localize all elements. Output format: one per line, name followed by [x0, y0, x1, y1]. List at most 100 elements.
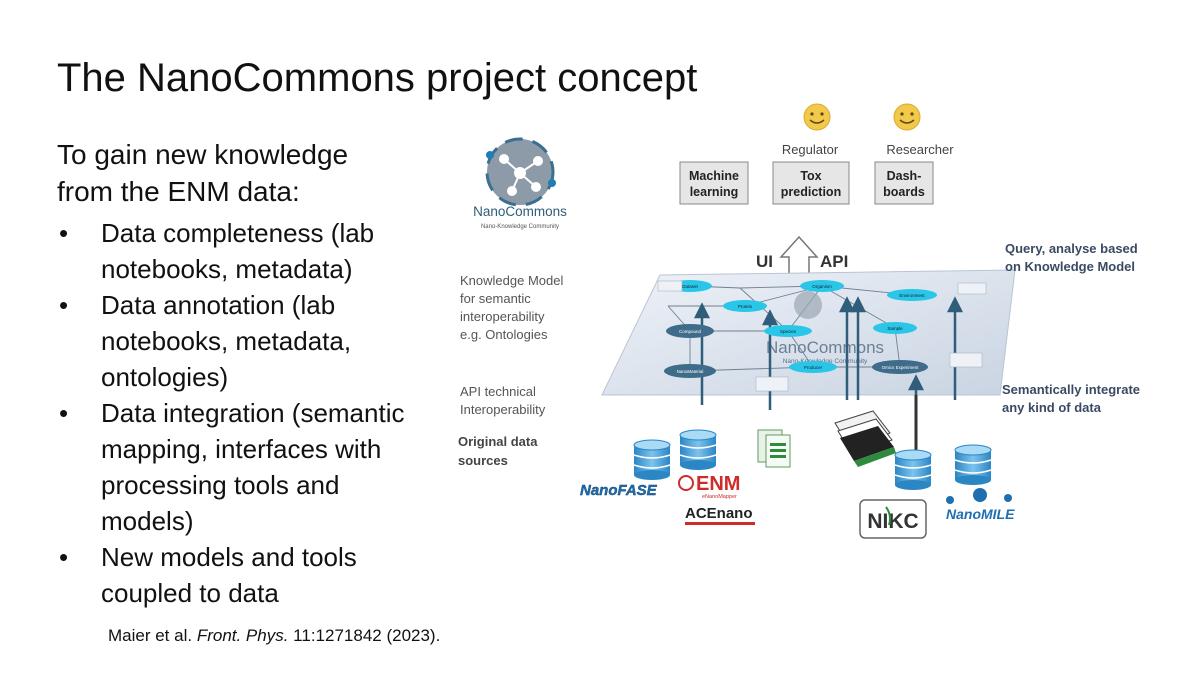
database-icon: [633, 439, 671, 480]
svg-text:NanoMaterial: NanoMaterial: [677, 369, 704, 374]
slide-title: The NanoCommons project concept: [57, 56, 698, 100]
database-icon: [894, 449, 932, 490]
nanomile-globe-icon: [973, 488, 987, 502]
api-technical-label: Interoperability: [460, 402, 546, 417]
intro-line: To gain new knowledge: [57, 139, 349, 170]
api-label: API: [820, 252, 848, 271]
paper-stack-icon: [834, 410, 896, 467]
bullet-line: ontologies): [101, 362, 229, 392]
svg-text:Protein: Protein: [738, 304, 753, 309]
bullet-item: • Data integration (semantic mapping, in…: [57, 395, 447, 539]
node-sample: Sample: [873, 322, 917, 334]
citation-journal: Front. Phys.: [196, 626, 289, 645]
node-environment: Environment: [887, 289, 937, 301]
query-label: Query, analyse based: [1005, 241, 1138, 256]
bullet-marker: •: [59, 542, 69, 572]
app-label-line: prediction: [781, 185, 841, 199]
enm-logo-icon: [678, 475, 694, 491]
database-icons: [633, 429, 992, 490]
app-box-machine-learning: Machine learning: [679, 161, 749, 205]
smiley-icon: [803, 103, 831, 131]
app-label-line: Tox: [800, 169, 821, 183]
plane-info-boxes: [657, 280, 987, 392]
bullet-line: Data completeness (lab: [101, 218, 375, 248]
node-organism: Organism: [800, 280, 844, 292]
diagram-canvas: NanoCommons Nano-Knowledge Community Reg…: [458, 103, 1140, 539]
user-researcher: Researcher: [886, 103, 954, 157]
nanomile-logo: NanoMILE: [946, 506, 1015, 522]
bullet-line: models): [101, 506, 194, 536]
svg-text:Producer: Producer: [804, 365, 823, 370]
svg-text:Species: Species: [780, 329, 797, 334]
node-protein: Protein: [723, 300, 767, 312]
logo-dot: [486, 151, 494, 159]
knowledge-model-label: Knowledge Model: [460, 273, 563, 288]
bullet-item: • New models and tools coupled to data: [57, 539, 447, 611]
nikc-logo-box: [859, 499, 927, 539]
original-sources-label: sources: [458, 453, 508, 468]
integrate-label: any kind of data: [1002, 400, 1102, 415]
bullet-marker: •: [59, 290, 69, 320]
enm-logo-sub: eNanoMapper: [702, 494, 737, 500]
plane-logo-globe-icon: [794, 291, 822, 319]
bullet-line: Data annotation (lab: [101, 290, 336, 320]
ontology-nodes: Dataset Protein Organism Environment Com…: [664, 280, 937, 378]
citation: Maier et al. Front. Phys. 11:1271842 (20…: [108, 626, 440, 646]
nanomile-dot: [946, 496, 954, 504]
nanomile-dot: [1004, 494, 1012, 502]
bullet-marker: •: [59, 218, 69, 248]
node-compound: Compound: [666, 324, 714, 338]
user-label: Regulator: [782, 142, 839, 157]
integrate-label: Semantically integrate: [1002, 382, 1140, 397]
knowledge-model-label: interoperability: [460, 309, 545, 324]
bullet-line: coupled to data: [101, 578, 279, 608]
original-sources-labels: Original data sources: [458, 434, 538, 468]
acenano-logo: ACEnano: [685, 505, 753, 522]
bullet-line: notebooks, metadata,: [101, 326, 352, 356]
bullet-line: Data integration (semantic: [101, 398, 405, 428]
database-icon: [954, 444, 992, 485]
node-omics-experiment: Omics Experiment: [872, 360, 928, 374]
bullet-line: processing tools and: [101, 470, 340, 500]
nanofase-logo: NanoFASE: [580, 482, 658, 499]
knowledge-model-label: e.g. Ontologies: [460, 327, 548, 342]
bullet-line: New models and tools: [101, 542, 357, 572]
bullet-item: • Data completeness (lab notebooks, meta…: [57, 215, 447, 287]
nanocommons-logo: NanoCommons Nano-Knowledge Community: [473, 137, 567, 230]
app-label-line: boards: [883, 185, 925, 199]
query-label: on Knowledge Model: [1005, 259, 1135, 274]
svg-text:Sample: Sample: [887, 326, 903, 331]
nikc-logo: NIKC: [867, 510, 918, 533]
bullet-list: • Data completeness (lab notebooks, meta…: [57, 215, 447, 611]
enm-logo: ENM: [696, 473, 740, 495]
citation-authors: Maier et al.: [108, 626, 197, 645]
citation-ref: 11:1271842 (2023).: [288, 626, 441, 645]
nikc-leaf-icon: [885, 506, 891, 526]
svg-text:Environment: Environment: [899, 293, 925, 298]
svg-text:Omics Experiment: Omics Experiment: [882, 365, 920, 370]
app-label-line: Dash-: [887, 169, 922, 183]
knowledge-model-label: for semantic: [460, 291, 531, 306]
source-logos: NanoFASE ENM eNanoMapper ACEnano NIKC Na…: [580, 473, 1015, 539]
bullet-marker: •: [59, 398, 69, 428]
architecture-diagram: NanoCommons Nano-Knowledge Community Reg…: [440, 95, 1200, 550]
logo-name: NanoCommons: [473, 204, 567, 219]
bullet-line: notebooks, metadata): [101, 254, 353, 284]
logo-dot: [548, 179, 556, 187]
svg-text:Compound: Compound: [679, 329, 702, 334]
app-box-tox-prediction: Tox prediction: [772, 161, 850, 205]
original-sources-label: Original data: [458, 434, 538, 449]
spreadsheet-files-icon: [757, 429, 791, 468]
api-technical-label: API technical: [460, 384, 536, 399]
intro-line: from the ENM data:: [57, 176, 300, 207]
acenano-underline: [685, 522, 755, 525]
svg-text:Dataset: Dataset: [682, 284, 698, 289]
intro-text: To gain new knowledge from the ENM data:: [57, 136, 348, 210]
app-label-line: Machine: [689, 169, 739, 183]
app-box-dashboards: Dash- boards: [874, 161, 934, 205]
node-species: Species: [764, 325, 812, 337]
bullet-item: • Data annotation (lab notebooks, metada…: [57, 287, 447, 395]
logo-network-icon: [499, 154, 543, 196]
logo-ring: [485, 137, 555, 207]
plane-watermark: NanoCommons: [766, 338, 884, 357]
